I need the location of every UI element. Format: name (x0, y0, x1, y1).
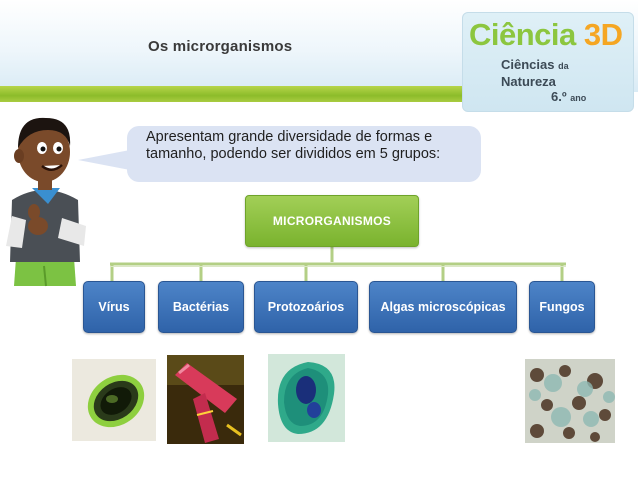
logo-line2: Natureza (501, 74, 556, 89)
diagram-node-virus: Vírus (83, 281, 145, 333)
logo-title-word: Ciência (469, 17, 576, 52)
logo-line3-small: ano (570, 93, 587, 103)
fungi-photo (525, 359, 615, 443)
virus-photo (72, 359, 156, 441)
speech-bubble-text: Apresentam grande diversidade de formas … (146, 129, 441, 162)
brand-logo: Ciência 3D Ciências da Natureza 6.º ano (462, 12, 634, 112)
header-green-stripe (0, 86, 470, 102)
protozoa-photo (268, 354, 345, 442)
speech-bubble-tail (78, 150, 130, 170)
logo-line1: Ciências (501, 57, 555, 72)
bacteria-photo (167, 355, 244, 444)
diagram-root-microrganismos: MICRORGANISMOS (245, 195, 419, 247)
diagram-node-algas: Algas microscópicas (369, 281, 517, 333)
logo-subtitle: Ciências da Natureza 6.º ano (501, 57, 631, 106)
logo-title-3d: 3D (583, 17, 623, 52)
diagram-node-fungos: Fungos (529, 281, 595, 333)
boy-illustration (6, 117, 86, 287)
logo-line3: 6.º (551, 89, 567, 104)
logo-title: Ciência 3D (469, 17, 623, 53)
page-title: Os microrganismos (148, 38, 293, 55)
diagram-node-protozoarios: Protozoários (254, 281, 358, 333)
logo-line1-small: da (558, 61, 569, 71)
diagram-node-bacterias: Bactérias (158, 281, 244, 333)
speech-bubble (127, 126, 481, 182)
